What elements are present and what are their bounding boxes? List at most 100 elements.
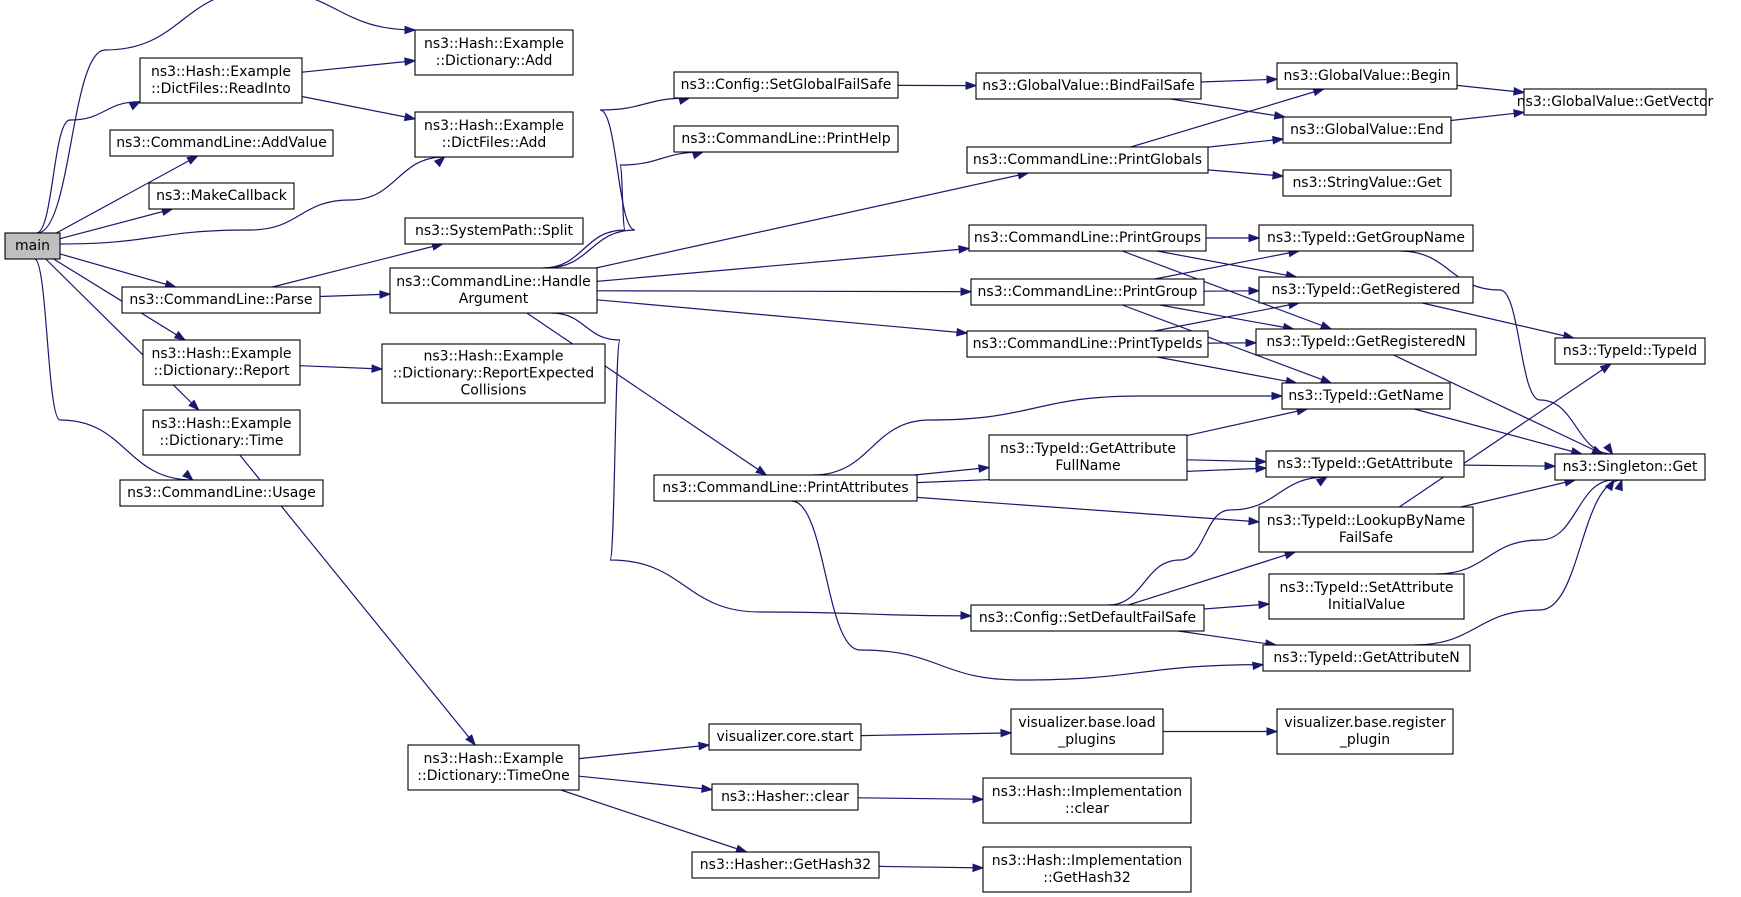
node-box[interactable] xyxy=(982,777,1192,824)
node-printtypeids[interactable]: ns3::CommandLine::PrintTypeIds xyxy=(966,330,1209,358)
node-box[interactable] xyxy=(4,232,61,260)
node-box[interactable] xyxy=(119,479,324,507)
node-parse[interactable]: ns3::CommandLine::Parse xyxy=(121,286,321,314)
node-split[interactable]: ns3::SystemPath::Split xyxy=(404,217,584,245)
node-vizstart[interactable]: visualizer.core.start xyxy=(708,723,862,751)
node-typeid[interactable]: ns3::TypeId::TypeId xyxy=(1554,337,1706,365)
node-setglobalfs[interactable]: ns3::Config::SetGlobalFailSafe xyxy=(673,71,899,99)
node-box[interactable] xyxy=(673,71,899,99)
node-getattrn[interactable]: ns3::TypeId::GetAttributeN xyxy=(1262,644,1471,672)
node-box[interactable] xyxy=(1281,382,1451,410)
node-label: visualizer.core.start xyxy=(717,729,854,745)
node-box[interactable] xyxy=(407,744,580,791)
node-printattrs[interactable]: ns3::CommandLine::PrintAttributes xyxy=(653,474,918,502)
node-report[interactable]: ns3::Hash::Example::Dictionary::Report xyxy=(142,339,301,386)
edge-line xyxy=(857,797,984,800)
node-box[interactable] xyxy=(1258,224,1474,252)
node-box[interactable] xyxy=(121,286,321,314)
node-box[interactable] xyxy=(1262,644,1471,672)
node-hgethash[interactable]: ns3::Hasher::GetHash32 xyxy=(691,851,880,879)
node-getgroupname[interactable]: ns3::TypeId::GetGroupName xyxy=(1258,224,1474,252)
node-box[interactable] xyxy=(970,278,1205,306)
node-getregisteredn[interactable]: ns3::TypeId::GetRegisteredN xyxy=(1255,328,1477,356)
edge-arrowhead xyxy=(960,611,973,620)
node-printglobals[interactable]: ns3::CommandLine::PrintGlobals xyxy=(966,146,1209,174)
node-box[interactable] xyxy=(381,343,606,404)
node-bindfs[interactable]: ns3::GlobalValue::BindFailSafe xyxy=(975,72,1202,100)
node-box[interactable] xyxy=(139,57,303,104)
node-dict_add[interactable]: ns3::Hash::Example::Dictionary::Add xyxy=(414,29,574,76)
node-makecallback[interactable]: ns3::MakeCallback xyxy=(148,182,295,210)
node-main[interactable]: main xyxy=(4,232,61,260)
edge-arrowhead xyxy=(978,464,991,473)
node-df_add[interactable]: ns3::Hash::Example::DictFiles::Add xyxy=(414,111,574,158)
node-box[interactable] xyxy=(1554,337,1706,365)
node-gvgetvector[interactable]: ns3::GlobalValue::GetVector xyxy=(1517,88,1714,116)
node-printhelp[interactable]: ns3::CommandLine::PrintHelp xyxy=(673,125,899,153)
node-box[interactable] xyxy=(975,72,1202,100)
edge-line xyxy=(1186,459,1267,463)
node-gvend[interactable]: ns3::GlobalValue::End xyxy=(1282,116,1452,144)
node-box[interactable] xyxy=(109,129,334,157)
node-svget[interactable]: ns3::StringValue::Get xyxy=(1282,169,1452,197)
node-box[interactable] xyxy=(1554,453,1706,481)
node-box[interactable] xyxy=(142,409,301,456)
node-box[interactable] xyxy=(1276,708,1454,755)
node-readinto[interactable]: ns3::Hash::Example::DictFiles::ReadInto xyxy=(139,57,303,104)
node-vizload[interactable]: visualizer.base.load_plugins xyxy=(1010,708,1164,755)
node-himplhash[interactable]: ns3::Hash::Implementation::GetHash32 xyxy=(982,846,1192,893)
node-printgroups[interactable]: ns3::CommandLine::PrintGroups xyxy=(968,224,1207,252)
node-hclear[interactable]: ns3::Hasher::clear xyxy=(711,783,859,811)
node-box[interactable] xyxy=(653,474,918,502)
node-reportexp[interactable]: ns3::Hash::Example::Dictionary::ReportEx… xyxy=(381,343,606,404)
node-box[interactable] xyxy=(691,851,880,879)
node-box[interactable] xyxy=(1282,116,1452,144)
node-box[interactable] xyxy=(148,182,295,210)
node-label: ns3::Hash::Example xyxy=(424,36,564,52)
node-label: ns3::TypeId::GetAttribute xyxy=(1277,456,1453,472)
node-box[interactable] xyxy=(414,29,574,76)
node-getname[interactable]: ns3::TypeId::GetName xyxy=(1281,382,1451,410)
node-box[interactable] xyxy=(1258,276,1474,304)
node-timeone[interactable]: ns3::Hash::Example::Dictionary::TimeOne xyxy=(407,744,580,791)
node-gvbegin[interactable]: ns3::GlobalValue::Begin xyxy=(1276,62,1458,90)
node-box[interactable] xyxy=(1523,88,1707,116)
node-box[interactable] xyxy=(988,434,1188,481)
node-getattribute[interactable]: ns3::TypeId::GetAttribute xyxy=(1265,450,1465,478)
node-box[interactable] xyxy=(708,723,862,751)
node-box[interactable] xyxy=(673,125,899,153)
node-dtime[interactable]: ns3::Hash::Example::Dictionary::Time xyxy=(142,409,301,456)
node-usage[interactable]: ns3::CommandLine::Usage xyxy=(119,479,324,507)
node-box[interactable] xyxy=(982,846,1192,893)
node-vizreg[interactable]: visualizer.base.register_plugin xyxy=(1276,708,1454,755)
node-box[interactable] xyxy=(414,111,574,158)
node-box[interactable] xyxy=(966,330,1209,358)
node-box[interactable] xyxy=(389,267,598,314)
node-box[interactable] xyxy=(1265,450,1465,478)
edge-arrowhead xyxy=(1315,476,1329,487)
node-getregistered[interactable]: ns3::TypeId::GetRegistered xyxy=(1258,276,1474,304)
node-box[interactable] xyxy=(1010,708,1164,755)
node-box[interactable] xyxy=(1268,573,1465,620)
node-box[interactable] xyxy=(404,217,584,245)
node-box[interactable] xyxy=(1282,169,1452,197)
node-printgroup[interactable]: ns3::CommandLine::PrintGroup xyxy=(970,278,1205,306)
node-addvalue[interactable]: ns3::CommandLine::AddValue xyxy=(109,129,334,157)
edge-arrowhead xyxy=(173,330,187,341)
node-box[interactable] xyxy=(1258,506,1474,553)
node-box[interactable] xyxy=(1255,328,1477,356)
node-box[interactable] xyxy=(966,146,1209,174)
node-himplclear[interactable]: ns3::Hash::Implementation::clear xyxy=(982,777,1192,824)
node-setdefaultfs[interactable]: ns3::Config::SetDefaultFailSafe xyxy=(970,604,1205,632)
node-box[interactable] xyxy=(970,604,1205,632)
node-singleton[interactable]: ns3::Singleton::Get xyxy=(1554,453,1706,481)
edge-lookupbyname-to-singleton xyxy=(1460,478,1577,508)
node-box[interactable] xyxy=(711,783,859,811)
node-box[interactable] xyxy=(1276,62,1458,90)
node-box[interactable] xyxy=(142,339,301,386)
node-box[interactable] xyxy=(968,224,1207,252)
